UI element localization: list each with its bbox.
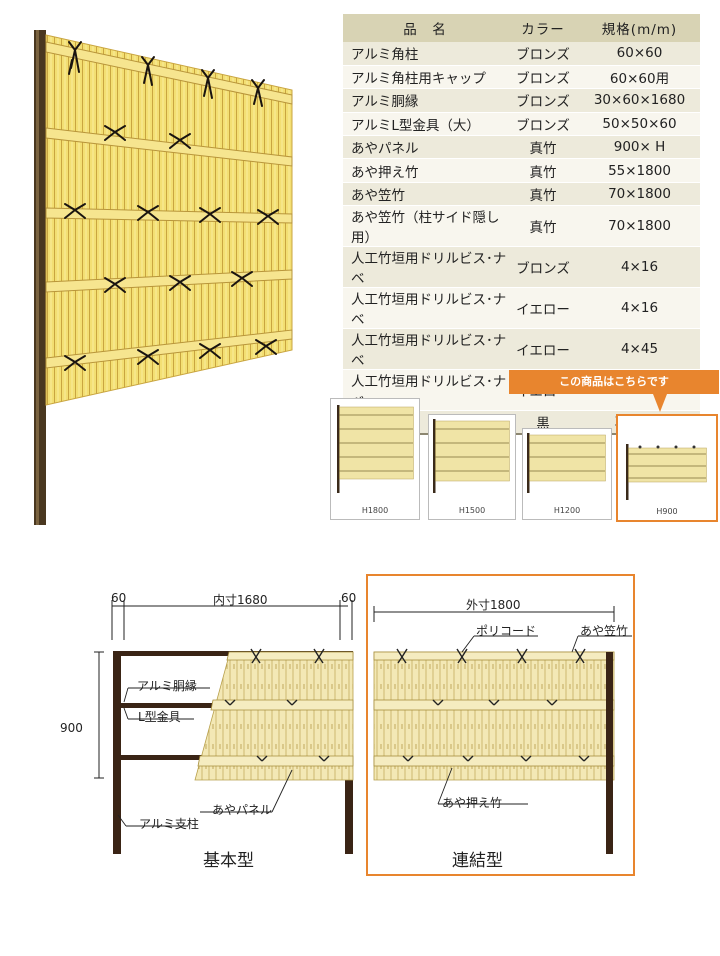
linked-type-frame (366, 574, 635, 876)
spec-color-cell: ブロンズ (507, 65, 579, 90)
spec-size-cell: 60×60 (579, 42, 700, 66)
label-dobuchi: アルミ胴縁 (137, 679, 197, 693)
variant-label: H1500 (458, 506, 486, 515)
spec-name-cell: 人工竹垣用ドリルビス･ナベ (343, 328, 507, 371)
dim-height: 900 (60, 721, 83, 735)
title-basic-type: 基本型 (203, 851, 254, 871)
spec-name-cell: あや笠竹 (343, 182, 507, 207)
variant-label: H1200 (553, 506, 581, 515)
spec-size-cell: 50×50×60 (579, 112, 700, 137)
spec-size-cell: 70×1800 (579, 205, 700, 248)
variant-h900[interactable]: H900 (616, 414, 718, 522)
spec-name-cell: アルミ角柱 (343, 42, 507, 66)
spec-name-cell: アルミL型金具（大） (343, 112, 507, 137)
variant-label: H1800 (361, 506, 389, 515)
spec-size-cell: 900× H (579, 135, 700, 160)
label-osaedake: あや押え竹 (442, 796, 503, 810)
label-kasadake: あや笠竹 (580, 624, 629, 638)
dim-outer-width: 外寸1800 (466, 598, 521, 612)
variant-h1800[interactable]: H1800 (330, 398, 420, 520)
spec-name-cell: あやパネル (343, 135, 507, 160)
spec-color-cell: イエロー (507, 328, 579, 371)
spec-size-cell: 30×60×1680 (579, 88, 700, 113)
fence-thumb (626, 444, 707, 500)
tie-knots (64, 41, 279, 371)
variant-label: H900 (656, 507, 678, 516)
label-polycord: ポリコード (476, 624, 537, 638)
spec-size-cell: 4×16 (579, 246, 700, 289)
variant-h1200[interactable]: H1200 (522, 428, 612, 520)
spec-name-cell: あや押え竹 (343, 158, 507, 183)
dim-right-60: 60 (341, 591, 357, 605)
spec-color-cell: 真竹 (507, 182, 579, 207)
spec-name-cell: アルミ角柱用キャップ (343, 65, 507, 90)
header-spec: 規格(m/m) (579, 14, 700, 42)
label-l-kanagu: L型金具 (138, 710, 181, 724)
spec-color-cell: イエロー (507, 287, 579, 330)
fence-structure-diagram (94, 600, 632, 854)
spec-size-cell: 60×60用 (579, 65, 700, 90)
header-color: カラー (507, 14, 579, 42)
spec-color-cell: 真竹 (507, 158, 579, 183)
spec-color-cell: ブロンズ (507, 88, 579, 113)
spec-color-cell: 真竹 (507, 135, 579, 160)
spec-table-header: 品 名 カラー 規格(m/m) (343, 14, 700, 42)
spec-size-cell: 55×1800 (579, 158, 700, 183)
spec-color-cell: 真竹 (507, 205, 579, 248)
header-name: 品 名 (343, 14, 507, 42)
variant-h1500[interactable]: H1500 (428, 414, 516, 520)
spec-name-cell: あや笠竹（柱サイド隠し用） (343, 205, 507, 248)
spec-color-cell: ブロンズ (507, 246, 579, 289)
fence-thumb (433, 419, 510, 493)
dim-left-60: 60 (111, 591, 127, 605)
callout-arrow-icon (653, 394, 667, 412)
spec-color-cell: ブロンズ (507, 42, 579, 66)
spec-name-cell: 人工竹垣用ドリルビス･ナベ (343, 287, 507, 330)
spec-size-cell: 70×1800 (579, 182, 700, 207)
dim-inner-width: 内寸1680 (213, 593, 268, 607)
this-product-callout: この商品はこちらです (509, 370, 719, 394)
spec-color-cell: ブロンズ (507, 112, 579, 137)
label-panel: あやパネル (212, 803, 273, 817)
spec-name-cell: アルミ胴縁 (343, 88, 507, 113)
spec-name-cell: 人工竹垣用ドリルビス･ナベ (343, 246, 507, 289)
fence-thumb (337, 405, 414, 493)
title-linked-type: 連結型 (452, 851, 503, 871)
label-shichu: アルミ支柱 (139, 817, 199, 831)
spec-size-cell: 4×45 (579, 328, 700, 371)
spec-size-cell: 4×16 (579, 287, 700, 330)
fence-thumb (527, 433, 606, 493)
